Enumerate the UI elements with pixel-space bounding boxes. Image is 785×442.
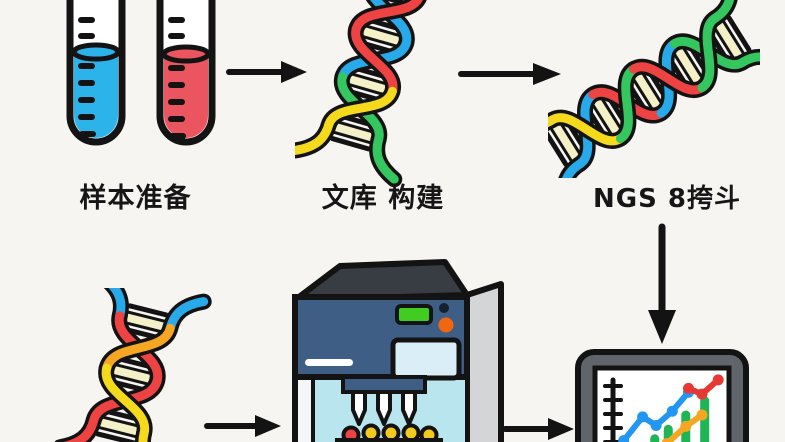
blue-test-tube-icon <box>66 0 126 146</box>
results-chart <box>618 374 724 442</box>
dna-helix-ngs-illustration <box>548 0 760 178</box>
arrow-down-icon <box>648 223 676 344</box>
indicator-light-icon <box>395 304 433 325</box>
machine-display-icon <box>390 337 462 381</box>
step-label-library-construction: 文库 构建 <box>321 183 445 214</box>
red-test-tube-icon <box>156 0 216 146</box>
machine-side-panel <box>464 281 504 442</box>
arrow-right-2-icon <box>458 63 561 85</box>
sequencer-machine-illustration <box>292 259 504 442</box>
orange-button-icon <box>438 317 454 333</box>
dna-helix-sample-illustration <box>55 288 212 442</box>
arrow-right-4-icon <box>502 418 574 440</box>
chart-y-axis <box>603 377 623 442</box>
step-label-sample-prep: 样本准备 <box>79 183 192 214</box>
panel-highlight <box>305 359 353 366</box>
arrow-right-3-icon <box>204 415 281 437</box>
test-tubes-illustration <box>66 0 216 146</box>
nozzle-pins-icon <box>351 390 417 426</box>
results-monitor-illustration <box>575 349 749 442</box>
arrow-right-1-icon <box>226 61 307 83</box>
sample-tray-icon <box>335 423 443 442</box>
nozzle-bracket <box>341 375 427 394</box>
small-dark-dot-icon <box>439 303 449 313</box>
dna-helix-library-illustration <box>295 0 463 188</box>
step-label-ngs-sequencing: NGS 8挎斗 <box>593 184 741 214</box>
